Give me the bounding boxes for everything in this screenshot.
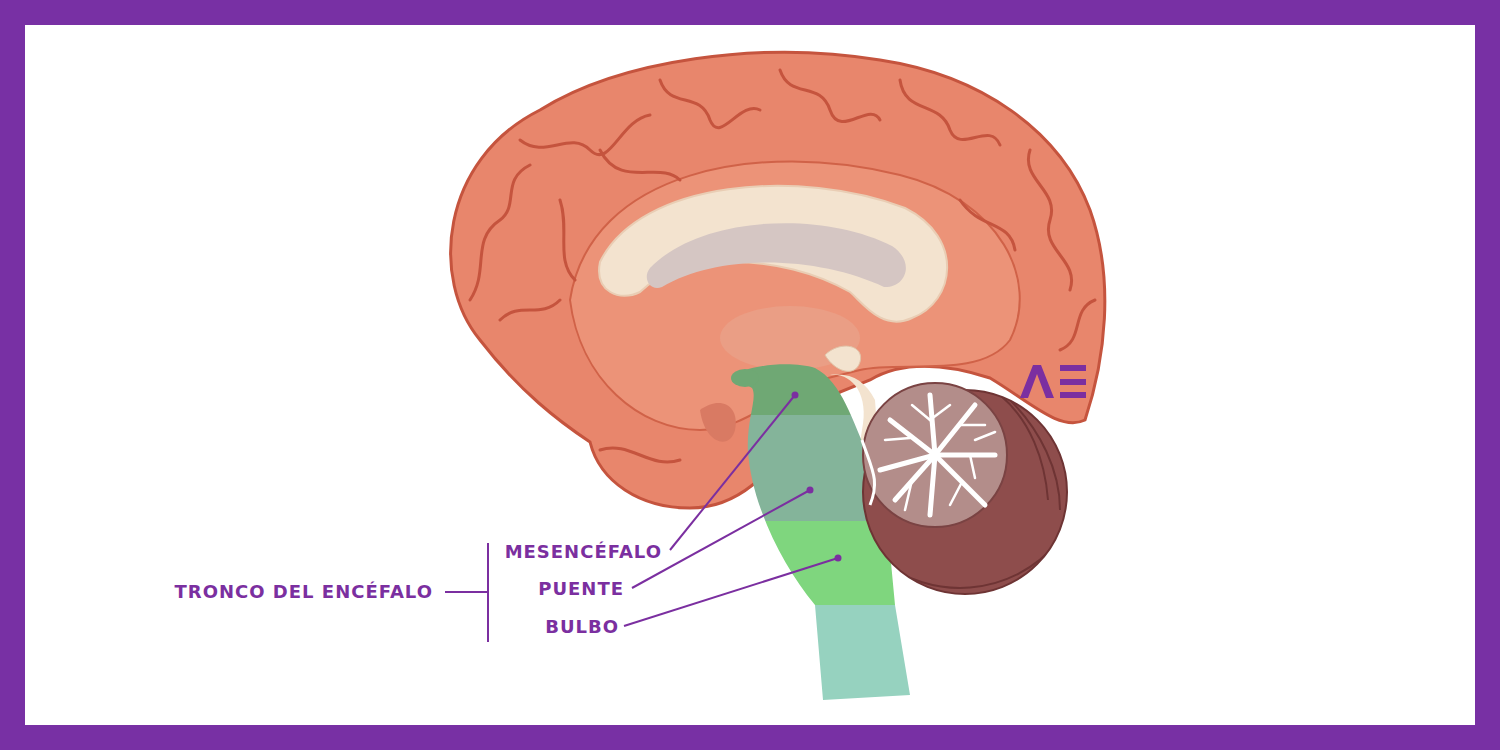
part-label: MESENCÉFALO — [505, 541, 662, 563]
part-label: BULBO — [545, 616, 619, 638]
group-label: TRONCO DEL ENCÉFALO — [175, 581, 433, 603]
part-label: PUENTE — [538, 578, 624, 600]
